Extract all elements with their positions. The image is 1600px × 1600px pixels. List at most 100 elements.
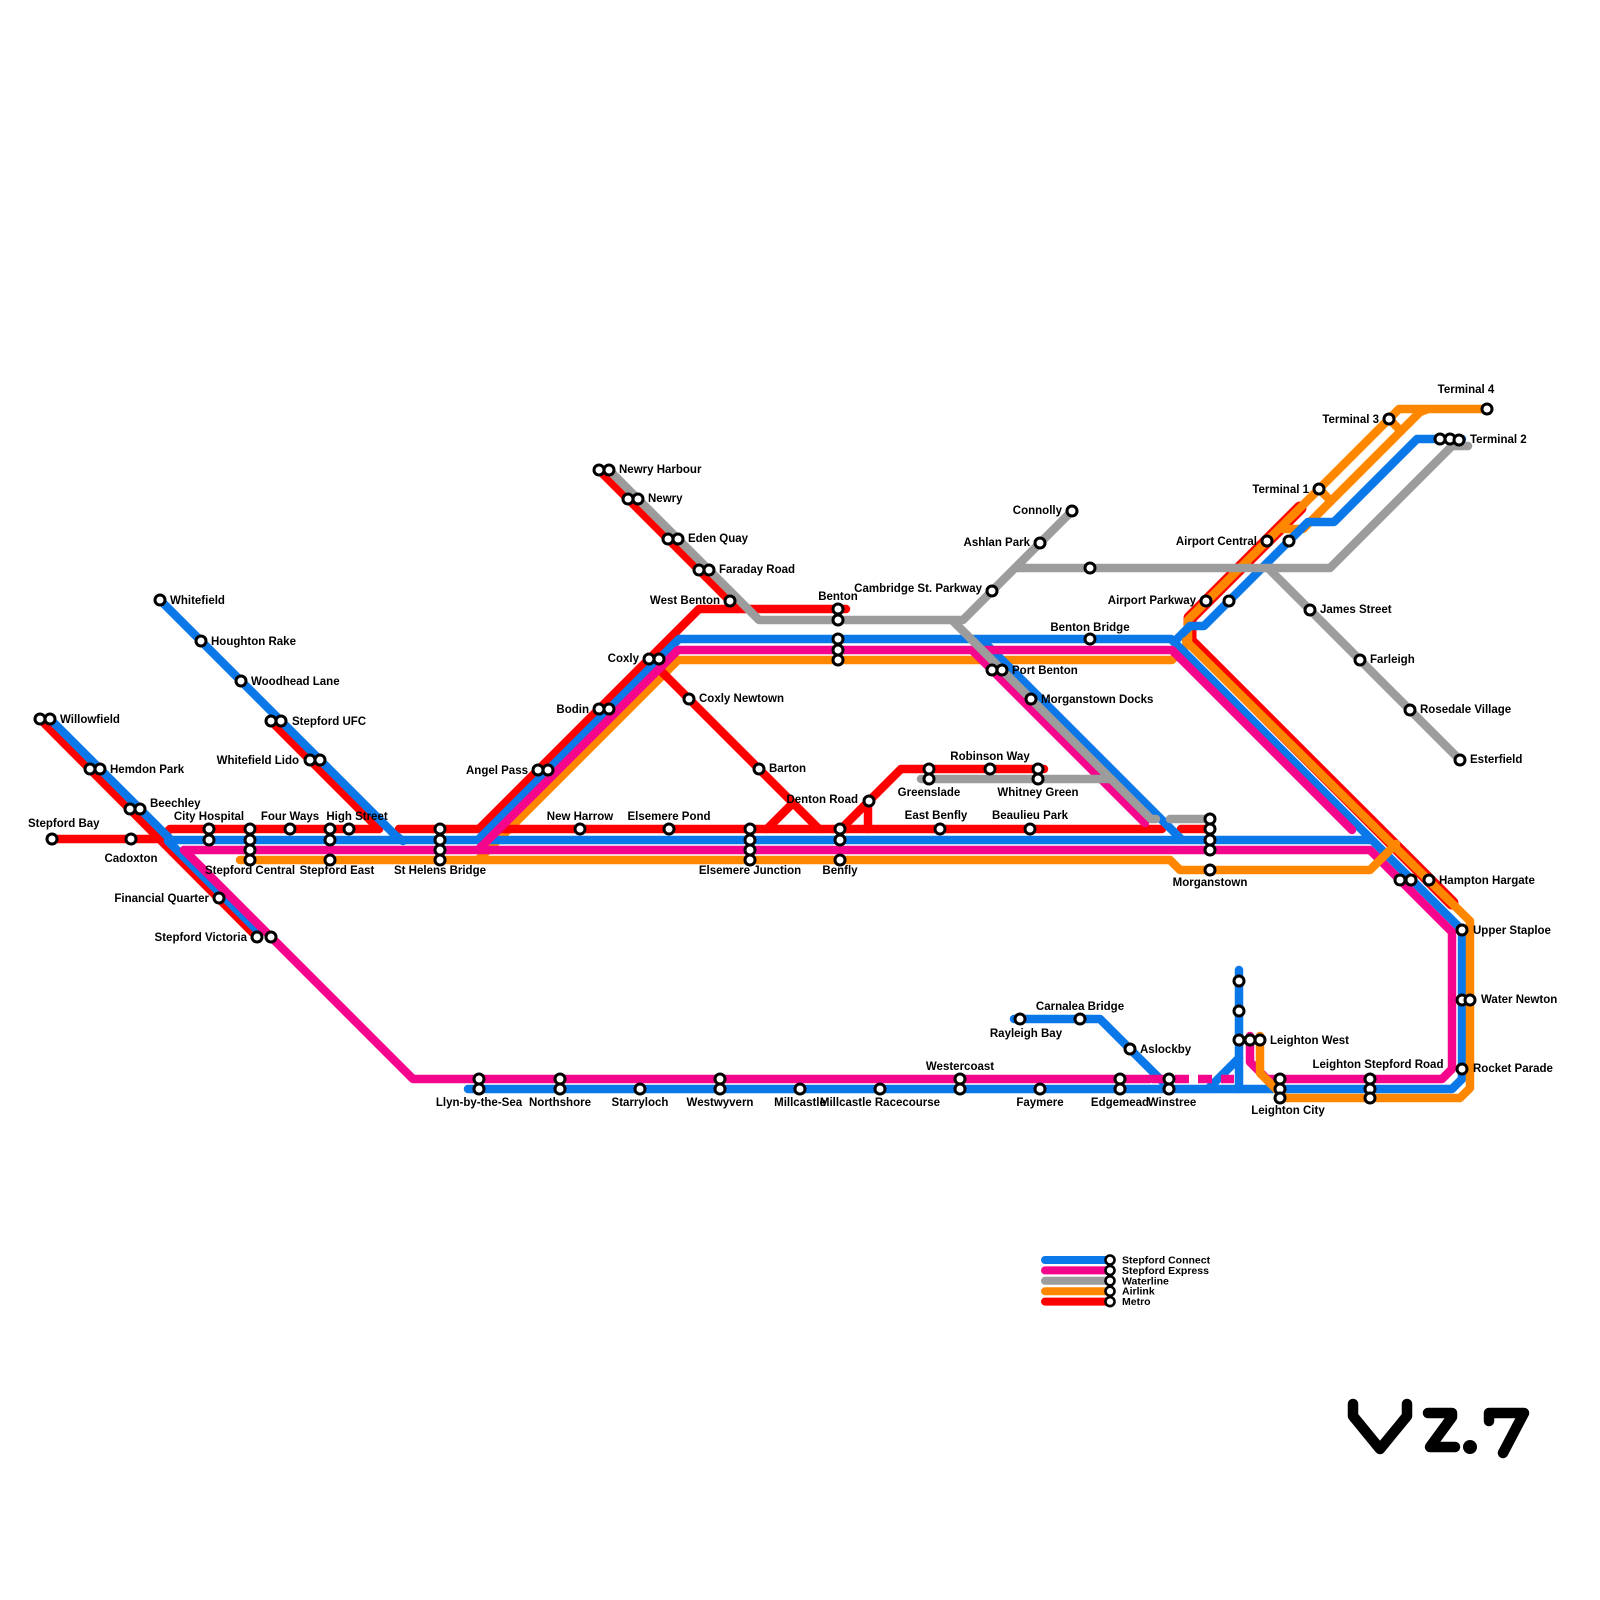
station-label-carnalea-bridge: Carnalea Bridge (1036, 1001, 1124, 1013)
station-marker-upper-staploe (1455, 923, 1469, 937)
station-ashlan-park: Ashlan Park (964, 536, 1047, 550)
station-westercoast: Westercoast (926, 1061, 994, 1096)
station-marker-elsemere-junction (743, 822, 757, 836)
station-marker-farleigh (1353, 653, 1367, 667)
station-label-westwyvern: Westwyvern (687, 1097, 754, 1109)
station-marker-edgemead (1113, 1082, 1127, 1096)
station-cadoxton: Cadoxton (104, 832, 158, 865)
station-westwyvern: Westwyvern (687, 1072, 754, 1109)
version-glyph-0 (1347, 1398, 1413, 1455)
station-label-coxly: Coxly (608, 653, 640, 665)
station-stepford-east: Stepford East (300, 822, 375, 877)
station-label-leighton-city: Leighton City (1251, 1105, 1325, 1117)
station-faymere: Faymere (1016, 1082, 1064, 1109)
line-connect (45, 434, 1467, 1094)
station-aslockby: Aslockby (1123, 1042, 1192, 1056)
station-marker-benton (831, 632, 845, 646)
version-glyph-1 (1422, 1407, 1461, 1453)
station-marker-leighton-west (1232, 1033, 1246, 1047)
station-robinson-way: Robinson Way (950, 751, 1030, 776)
station-label-hemdon-park: Hemdon Park (110, 764, 185, 776)
station-marker-rocket-parade (1455, 1062, 1469, 1076)
line-metro-path-2 (644, 654, 798, 834)
station-marker-rayleigh-bay (1013, 1012, 1027, 1026)
line-express-path-3 (967, 645, 1150, 828)
station-marker-starryloch (633, 1082, 647, 1096)
station-marker-coxly (652, 652, 666, 666)
station-marker-stepford-ufc (274, 714, 288, 728)
station-label-newry: Newry (648, 493, 683, 505)
station-angel-pass: Angel Pass (466, 763, 555, 777)
station-marker-james-street (1303, 603, 1317, 617)
station-label-faymere: Faymere (1016, 1097, 1063, 1109)
station-label-leighton-west: Leighton West (1270, 1035, 1349, 1047)
station-marker-leighton-west (1253, 1033, 1267, 1047)
legend-label-airlink: Airlink (1122, 1286, 1155, 1298)
station-marker-whitefield (153, 593, 167, 607)
line-waterline-path-1 (1010, 441, 1473, 573)
station-rayleigh-bay: Rayleigh Bay (990, 1012, 1063, 1040)
station-newry: Newry (621, 492, 683, 506)
station-benton: Benton (818, 591, 858, 667)
station-high-street: High Street (326, 811, 388, 836)
station-marker-stepford-victoria (264, 930, 278, 944)
station-label-upper-staploe: Upper Staploe (1473, 925, 1551, 937)
station-rosedale-village: Rosedale Village (1403, 703, 1511, 717)
station-winstree: Winstree (1148, 1072, 1196, 1109)
station-whitney-green: Whitney Green (997, 762, 1079, 799)
station-airport-central: Airport Central (1176, 534, 1296, 548)
station-unnamed-a (1083, 561, 1097, 575)
station-marker-stepford-central (243, 822, 257, 836)
station-label-terminal-3: Terminal 3 (1322, 414, 1379, 426)
station-marker-city-hospital (202, 833, 216, 847)
station-marker-newry (631, 492, 645, 506)
station-whitefield-lido: Whitefield Lido (217, 753, 327, 767)
station-label-connolly: Connolly (1013, 505, 1063, 517)
station-marker-whitney-green (1031, 772, 1045, 786)
station-unnamed-c (1232, 1004, 1246, 1018)
legend-label-waterline: Waterline (1122, 1275, 1169, 1287)
station-label-coxly-newtown: Coxly Newtown (699, 693, 784, 705)
legend-marker-waterline (1104, 1275, 1116, 1287)
station-marker-whitefield-lido (313, 753, 327, 767)
station-stepford-central: Stepford Central (205, 822, 295, 877)
station-label-denton-road: Denton Road (786, 794, 858, 806)
station-hampton-hargate: Hampton Hargate (1393, 873, 1535, 887)
station-james-street: James Street (1303, 603, 1392, 617)
station-label-whitney-green: Whitney Green (997, 787, 1078, 799)
station-newry-harbour: Newry Harbour (592, 463, 702, 477)
line-connect-path-2 (167, 835, 1467, 1094)
station-marker-rosedale-village (1403, 703, 1417, 717)
station-marker-airport-parkway (1199, 594, 1213, 608)
station-east-benfly: East Benfly (905, 810, 968, 836)
station-label-winstree: Winstree (1148, 1097, 1196, 1109)
station-northshore: Northshore (529, 1072, 591, 1109)
station-marker-beechley (133, 802, 147, 816)
station-label-cambridge-st-parkway: Cambridge St. Parkway (854, 583, 982, 595)
station-label-northshore: Northshore (529, 1097, 591, 1109)
station-label-millcastle-racecourse: Millcastle Racecourse (820, 1097, 940, 1109)
station-label-whitefield: Whitefield (170, 595, 225, 607)
station-marker-winstree (1162, 1082, 1176, 1096)
station-esterfield: Esterfield (1453, 753, 1522, 767)
station-marker-benton-bridge (1083, 632, 1097, 646)
station-west-benton: West Benton (650, 594, 737, 608)
station-marker-morganstown (1203, 863, 1217, 877)
station-marker-hampton-hargate (1404, 873, 1418, 887)
line-connect-path-4 (473, 634, 1376, 845)
station-farleigh: Farleigh (1353, 653, 1415, 667)
station-connolly: Connolly (1013, 504, 1079, 518)
station-st-helens-bridge: St Helens Bridge (394, 822, 486, 877)
station-label-aslockby: Aslockby (1140, 1044, 1192, 1056)
station-marker-st-helens-bridge (433, 853, 447, 867)
station-carnalea-bridge: Carnalea Bridge (1036, 1001, 1124, 1026)
station-label-greenslade: Greenslade (898, 787, 961, 799)
legend-label-connect: Stepford Connect (1122, 1255, 1211, 1267)
station-marker-westwyvern (713, 1082, 727, 1096)
station-marker-willowfield (43, 712, 57, 726)
line-airlink-south-path-1 (1181, 636, 1475, 1103)
station-label-beechley: Beechley (150, 798, 201, 810)
station-denton-road: Denton Road (786, 794, 876, 808)
line-connect-path-6 (1286, 434, 1467, 544)
station-marker-unnamed-b (1232, 974, 1246, 988)
